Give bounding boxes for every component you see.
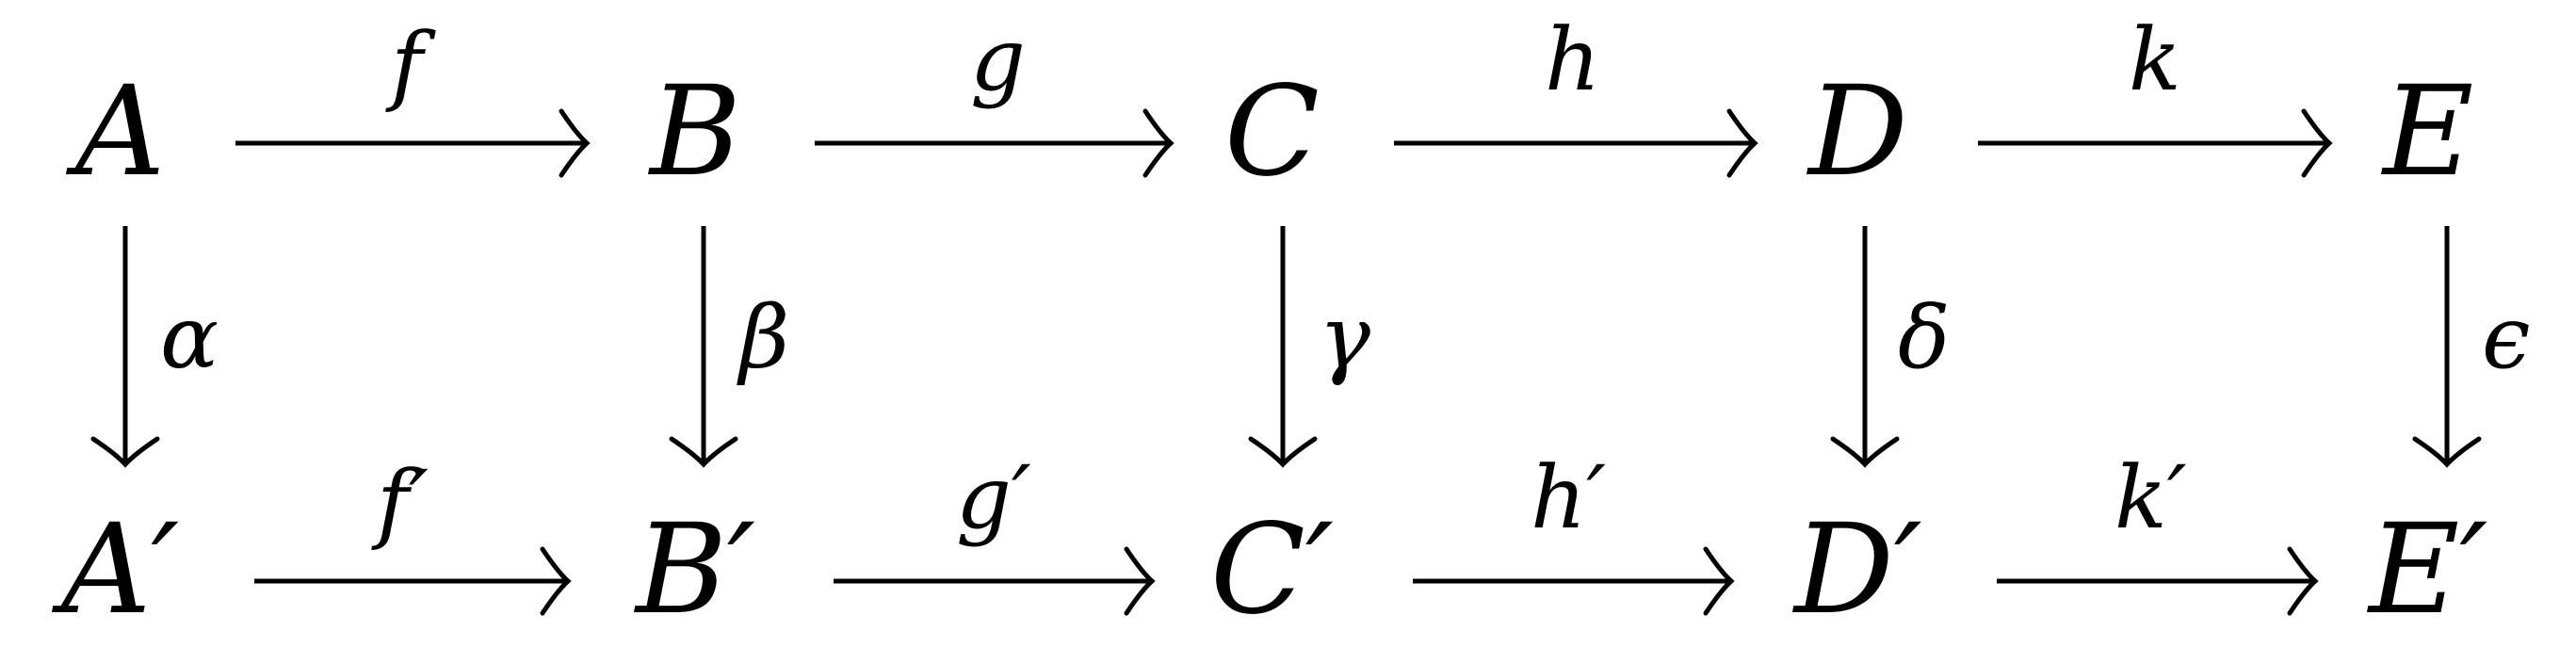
arrow-f	[235, 108, 591, 178]
label-h-prime: h′	[1531, 447, 1606, 548]
label-gamma: γ	[1319, 287, 1371, 388]
label-h: h	[1545, 9, 1600, 110]
node-e: E	[2381, 59, 2473, 204]
arrow-beta	[669, 226, 738, 468]
label-g-prime: g′	[956, 447, 1031, 548]
label-f: f	[385, 14, 436, 115]
label-alpha: α	[160, 287, 219, 388]
node-d-prime: D′	[1792, 497, 1922, 642]
node-a: A	[65, 59, 165, 204]
node-d: D	[1806, 59, 1908, 204]
label-k: k	[2129, 9, 2181, 110]
node-b: B	[648, 59, 741, 204]
label-epsilon: ϵ	[2482, 287, 2531, 388]
label-g: g	[970, 9, 1026, 110]
arrow-g-prime	[834, 546, 1156, 616]
arrow-alpha	[90, 226, 160, 468]
node-e-prime: E′	[2367, 497, 2487, 642]
label-k-prime: k′	[2114, 447, 2187, 548]
node-a-prime: A′	[51, 497, 179, 642]
arrow-gamma	[1248, 226, 1318, 468]
label-delta: δ	[1898, 287, 1950, 388]
arrow-k	[1978, 108, 2333, 178]
node-c: C	[1224, 59, 1320, 204]
arrow-k-prime	[1997, 546, 2319, 616]
label-f-prime: f′	[371, 452, 429, 553]
node-b-prime: B′	[634, 497, 755, 642]
arrow-epsilon	[2412, 226, 2482, 468]
arrow-f-prime	[254, 546, 572, 616]
label-beta: β	[737, 287, 789, 388]
arrow-g	[815, 108, 1175, 178]
arrow-h-prime	[1413, 546, 1735, 616]
node-c-prime: C′	[1210, 497, 1334, 642]
arrow-h	[1394, 108, 1758, 178]
arrow-delta	[1830, 226, 1900, 468]
